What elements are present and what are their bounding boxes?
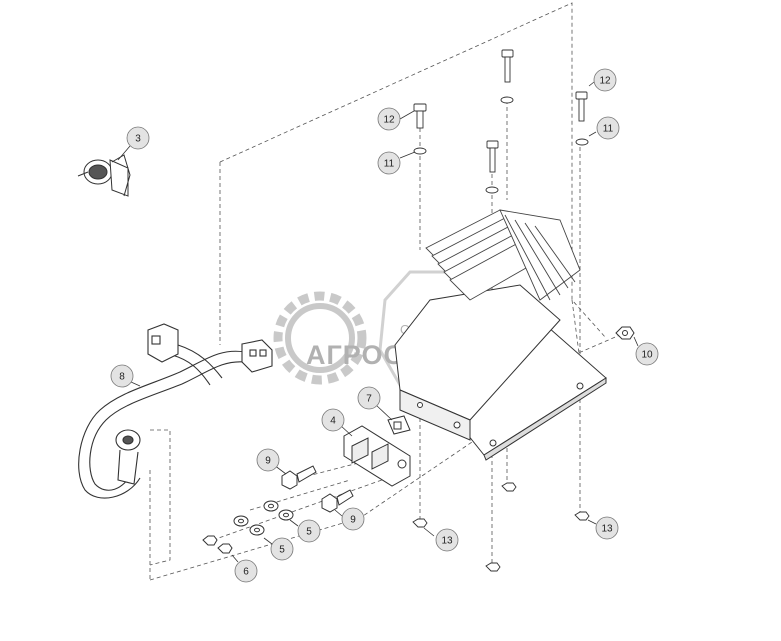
callout-9-right: 9 <box>341 507 365 531</box>
callout-4: 4 <box>321 408 345 432</box>
nuts-6 <box>202 535 233 554</box>
controller-unit <box>394 209 607 461</box>
callout-12-right: 12 <box>593 68 617 92</box>
callout-7-label: 7 <box>366 394 372 405</box>
callout-13-right-label: 13 <box>601 524 613 535</box>
washers-5 <box>233 500 294 536</box>
callout-leaders <box>117 81 639 563</box>
callout-8: 8 <box>110 364 134 388</box>
nut-10 <box>615 326 635 340</box>
callout-6: 6 <box>234 559 258 583</box>
callout-5-right: 5 <box>297 519 321 543</box>
callout-5-left-label: 5 <box>279 545 285 556</box>
callout-5-left: 5 <box>270 537 294 561</box>
callout-4-label: 4 <box>330 416 336 427</box>
callout-12-left: 12 <box>377 107 401 131</box>
heatsink-fins <box>425 209 581 301</box>
bolt-12-left <box>413 103 427 129</box>
callout-11-right-label: 11 <box>603 124 614 135</box>
callout-10-label: 10 <box>641 350 653 361</box>
washers <box>413 96 589 194</box>
callout-6-label: 6 <box>243 567 249 578</box>
callout-8-label: 8 <box>119 372 125 383</box>
gear-icon <box>273 291 367 385</box>
callout-11-left: 11 <box>377 151 401 175</box>
callout-3: 3 <box>126 126 150 150</box>
callout-3-label: 3 <box>135 134 141 145</box>
callout-9-left-label: 9 <box>265 456 271 467</box>
part-7-plate <box>387 415 411 435</box>
nuts-13 <box>412 482 590 572</box>
callout-12-right-label: 12 <box>599 76 611 87</box>
callout-5-right-label: 5 <box>306 527 312 538</box>
bolt-12-top <box>501 49 514 83</box>
callout-13-left-label: 13 <box>441 536 453 547</box>
part-8-wiring-harness <box>78 323 273 499</box>
callout-7: 7 <box>357 386 381 410</box>
bolt-9-right <box>321 489 354 513</box>
part-4-bracket <box>343 425 411 487</box>
dashed-guide-lines <box>149 2 621 581</box>
bolt-12-right <box>575 91 588 122</box>
callout-13-right: 13 <box>595 516 619 540</box>
callout-9-right-label: 9 <box>350 515 356 526</box>
callout-11-right: 11 <box>596 116 620 140</box>
callout-9-left: 9 <box>256 448 280 472</box>
callout-12-left-label: 12 <box>383 115 395 126</box>
bolt-9-left <box>281 465 317 490</box>
callout-13-left: 13 <box>435 528 459 552</box>
callout-11-left-label: 11 <box>384 159 395 170</box>
callout-10: 10 <box>635 342 659 366</box>
part-3-power-socket <box>77 154 131 197</box>
bolt-center <box>486 140 499 173</box>
